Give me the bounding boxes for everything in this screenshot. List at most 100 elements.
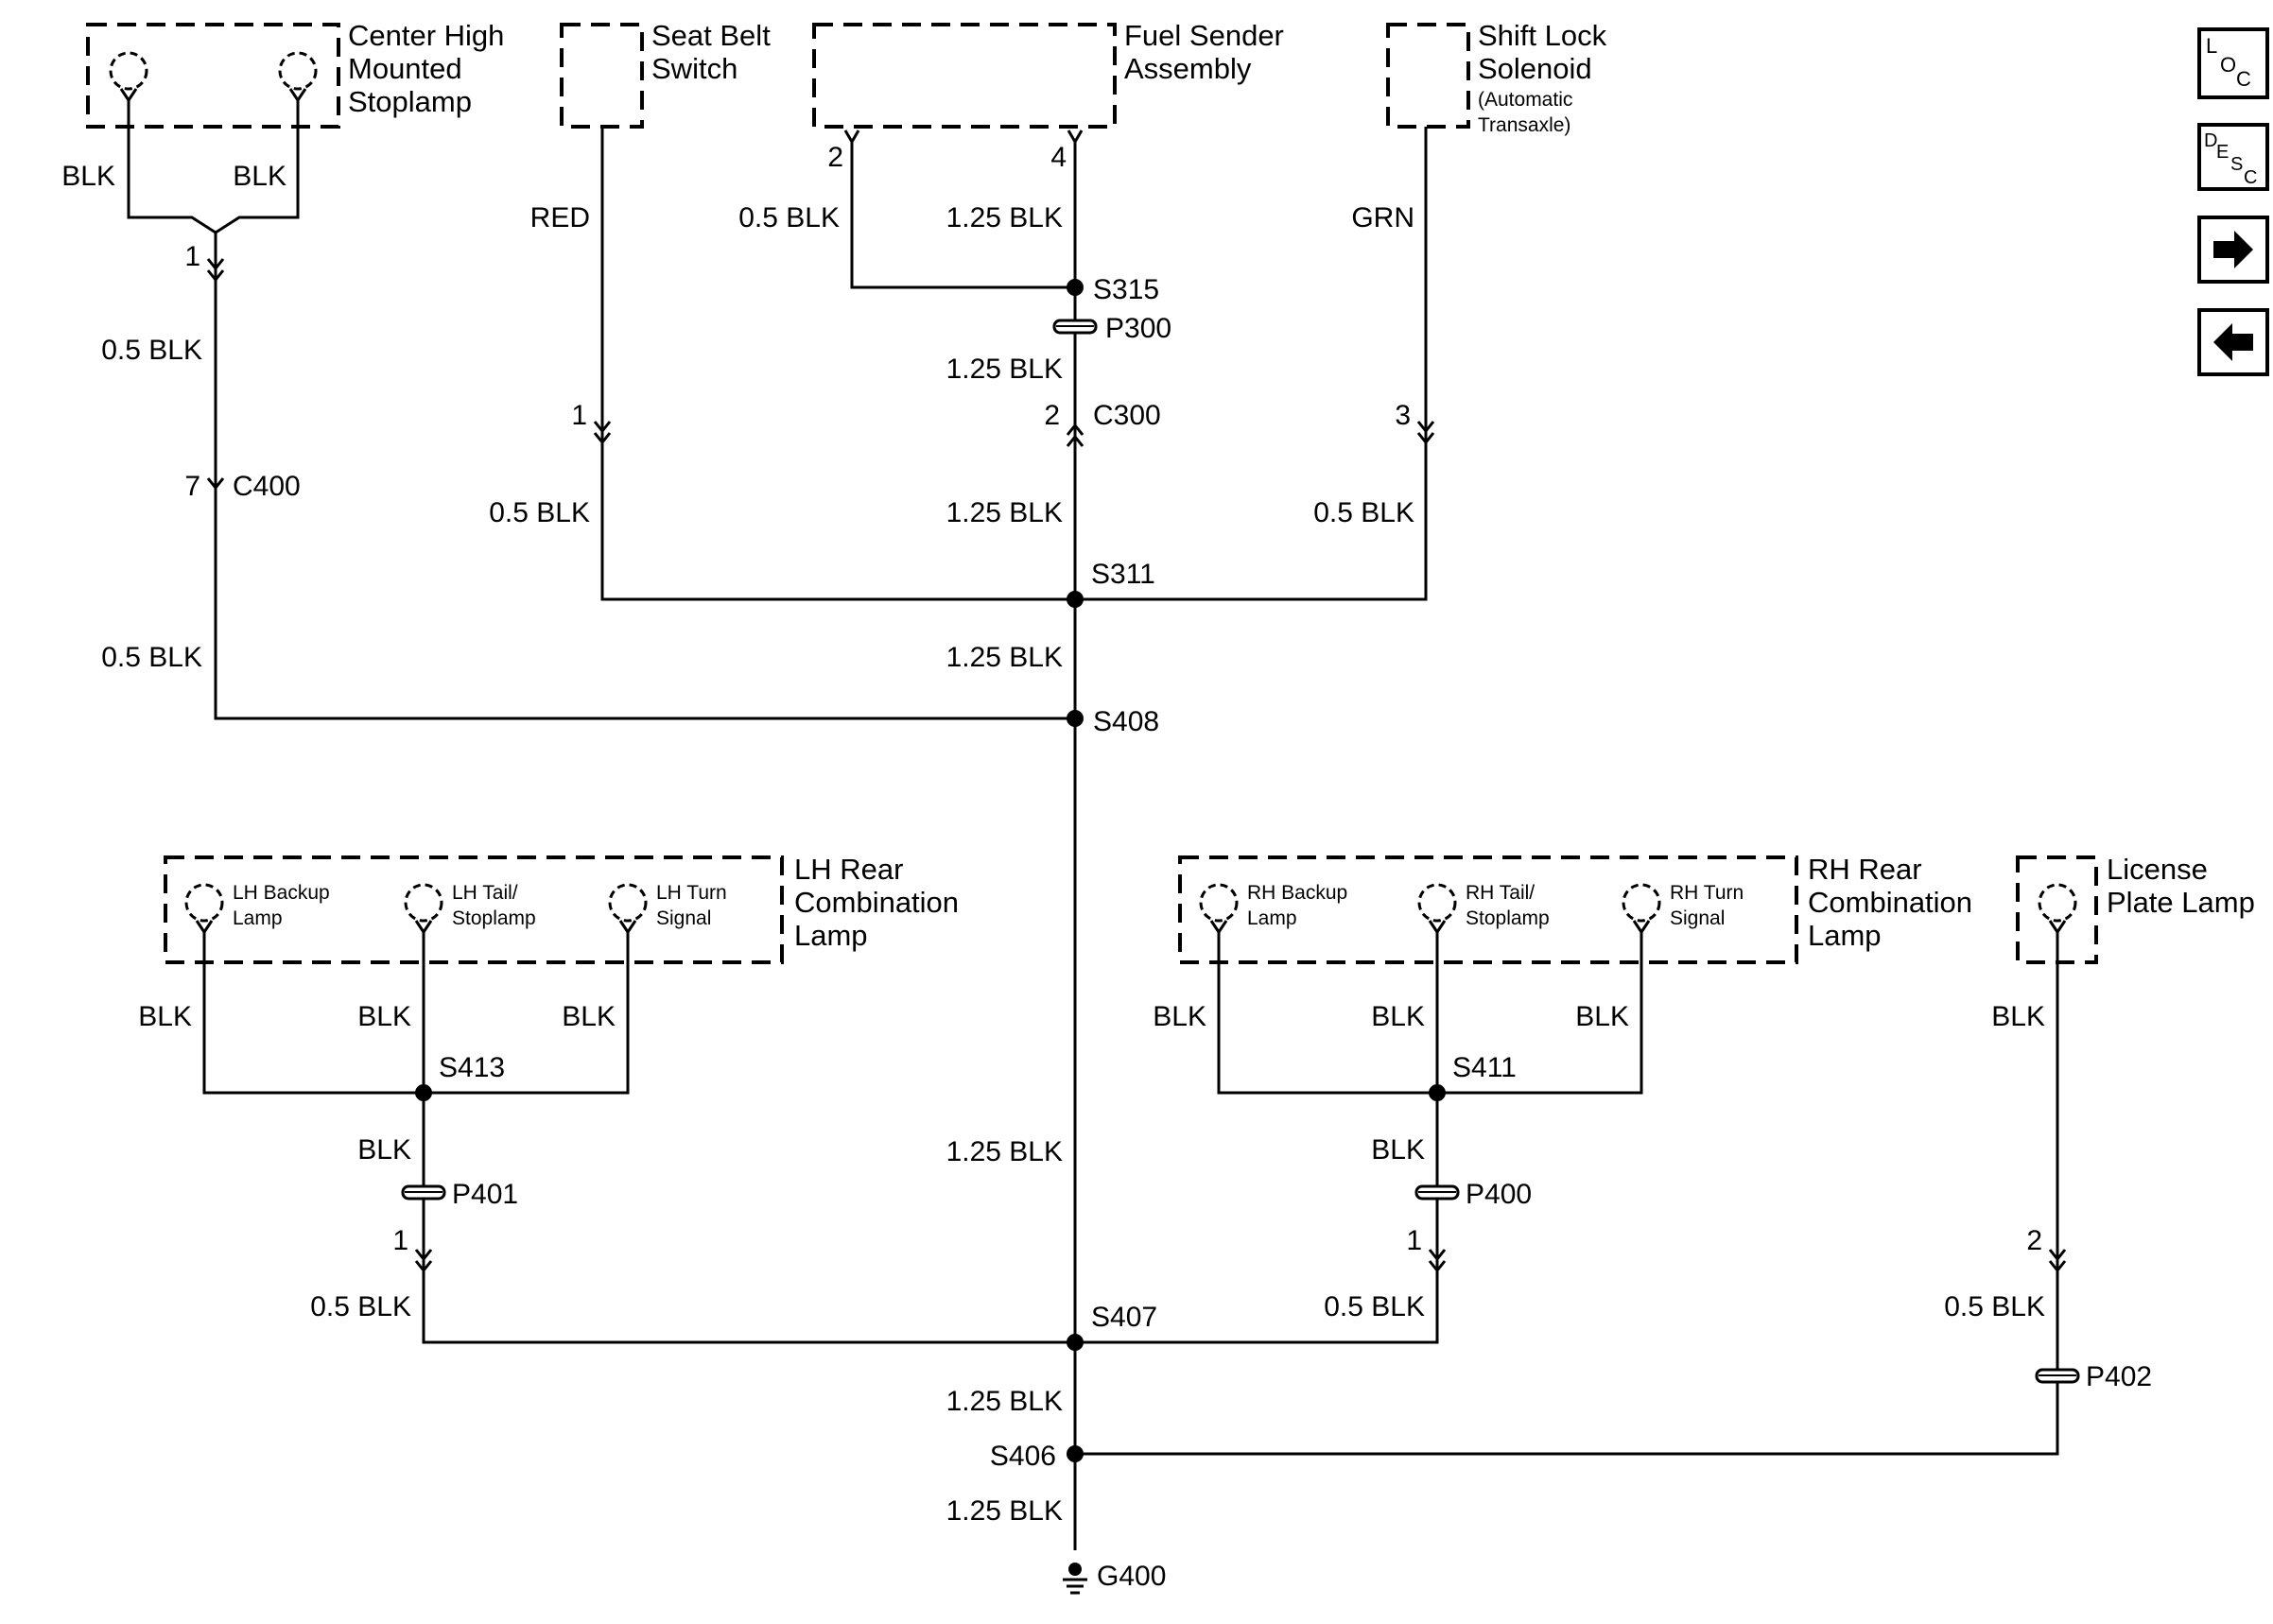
lh-tail-label-2: Stoplamp [452, 907, 536, 929]
splice-s413 [415, 1084, 432, 1101]
bulb-icon [278, 51, 318, 91]
rh-rear-label-3: Lamp [1808, 919, 1882, 952]
wire-label: 0.5 BLK [101, 642, 202, 673]
connector-icon [1428, 1249, 1447, 1273]
pass-through-icon [1414, 1184, 1460, 1201]
pin-number: 1 [184, 241, 200, 272]
splice-s407 [1067, 1334, 1084, 1351]
wire-labels: BLK BLK 0.5 BLK 0.5 BLK RED 0.5 BLK 0.5 … [61, 161, 2045, 1527]
bulb-icon [184, 883, 224, 923]
wire-label: BLK [357, 1001, 411, 1032]
connector-icon [206, 477, 225, 491]
wire-label: BLK [562, 1001, 616, 1032]
connector-symbols [206, 258, 2080, 1595]
wire-label: BLK [1371, 1001, 1425, 1032]
shift-lock-note-2: Transaxle) [1478, 114, 1570, 136]
lh-tail-label-1: LH Tail/ [452, 882, 518, 904]
pin-number: 4 [1050, 142, 1067, 173]
shift-lock-label-2: Solenoid [1478, 52, 1592, 85]
connector-icon [1066, 423, 1084, 447]
rh-backup-label-1: RH Backup [1247, 882, 1347, 904]
lh-turn-label-2: Signal [656, 907, 711, 929]
fuel-sender-label-1: Fuel Sender [1124, 19, 1284, 52]
wire-label: 0.5 BLK [489, 497, 590, 528]
splice-s406 [1067, 1445, 1084, 1462]
ref-s406: S406 [990, 1441, 1056, 1472]
ref-c400: C400 [233, 471, 301, 502]
wire-label: 1.25 BLK [946, 354, 1063, 385]
connector-icon [414, 1249, 433, 1273]
ref-s408: S408 [1093, 706, 1159, 737]
bulb-icon [608, 883, 648, 923]
wire-label: BLK [233, 161, 286, 192]
rh-backup-label-2: Lamp [1247, 907, 1297, 929]
wire-label: 1.25 BLK [946, 642, 1063, 673]
seat-belt-label-2: Switch [651, 52, 737, 85]
pin-number: 2 [827, 142, 843, 173]
connector-icon [206, 258, 225, 283]
forward-button[interactable] [2197, 216, 2269, 284]
ref-g400: G400 [1097, 1561, 1166, 1592]
lh-rear-label-1: LH Rear [794, 853, 903, 886]
wire-label: 1.25 BLK [946, 202, 1063, 233]
bulb-icon [2038, 883, 2077, 923]
lh-backup-label-2: Lamp [233, 907, 283, 929]
license-label-1: License [2107, 853, 2208, 886]
wire-label: BLK [1575, 1001, 1629, 1032]
description-button-label: E [2216, 142, 2229, 163]
wire-label: 0.5 BLK [1944, 1291, 2045, 1322]
description-button-label: S [2230, 154, 2243, 175]
pass-through-icon [1052, 319, 1098, 335]
splice-s411 [1429, 1084, 1446, 1101]
shift-lock-label-1: Shift Lock [1478, 19, 1607, 52]
pin-number: 2 [1044, 400, 1060, 431]
license-plate-lamp: License Plate Lamp [2016, 853, 2255, 964]
pin-number: 2 [2026, 1225, 2042, 1256]
wire-label: BLK [1371, 1134, 1425, 1166]
splice-s311 [1067, 591, 1084, 608]
bulb-icon [1622, 883, 1661, 923]
rh-turn-label-2: Signal [1670, 907, 1725, 929]
shift-lock-note-1: (Automatic [1478, 89, 1572, 111]
ref-s407: S407 [1091, 1302, 1157, 1333]
rh-turn-label-1: RH Turn [1670, 882, 1744, 904]
wire-label: GRN [1351, 202, 1414, 233]
connector-icon [593, 421, 612, 445]
pass-through-icon [2035, 1368, 2080, 1384]
rh-tail-label-2: Stoplamp [1466, 907, 1550, 929]
location-button-label: L [2206, 34, 2217, 58]
ref-p400: P400 [1466, 1179, 1532, 1210]
description-button-label: C [2244, 167, 2257, 188]
ref-p401: P401 [452, 1179, 518, 1210]
lh-rear-combination-lamp: LH Backup Lamp LH Tail/ Stoplamp LH Turn… [164, 853, 959, 964]
right-arrow-icon [2213, 231, 2253, 268]
chmsl-label-1: Center High [348, 19, 504, 52]
splices [415, 279, 1446, 1462]
pin-number: 3 [1395, 400, 1411, 431]
chmsl-label-2: Mounted [348, 52, 462, 85]
location-button[interactable]: L O C [2197, 27, 2269, 99]
splice-s315 [1067, 279, 1084, 296]
seat-belt-switch: Seat Belt Switch [560, 19, 771, 129]
wire-label: 1.25 BLK [946, 1386, 1063, 1417]
wire-label: 1.25 BLK [946, 1495, 1063, 1527]
lh-turn-label-1: LH Turn [656, 882, 727, 904]
back-button[interactable] [2197, 308, 2269, 376]
pin-numbers: 1 7 1 2 4 2 3 1 1 2 [184, 142, 2042, 1256]
wire-label: BLK [1153, 1001, 1206, 1032]
reference-labels: C400 C300 S315 P300 S311 S408 S413 P401 … [233, 274, 2152, 1592]
rh-rear-label-1: RH Rear [1808, 853, 1922, 886]
wire-label: 1.25 BLK [946, 1136, 1063, 1167]
lh-rear-label-3: Lamp [794, 919, 868, 952]
rh-tail-label-1: RH Tail/ [1466, 882, 1535, 904]
ref-s311: S311 [1091, 559, 1155, 590]
wire-label: BLK [138, 1001, 192, 1032]
pass-through-icon [401, 1184, 446, 1201]
seat-belt-label-1: Seat Belt [651, 19, 771, 52]
pin-number: 1 [571, 400, 587, 431]
splice-s408 [1067, 710, 1084, 727]
wire-label: 0.5 BLK [310, 1291, 411, 1322]
shift-lock-solenoid: Shift Lock Solenoid (Automatic Transaxle… [1386, 19, 1607, 136]
description-button[interactable]: D E S C [2197, 123, 2269, 191]
